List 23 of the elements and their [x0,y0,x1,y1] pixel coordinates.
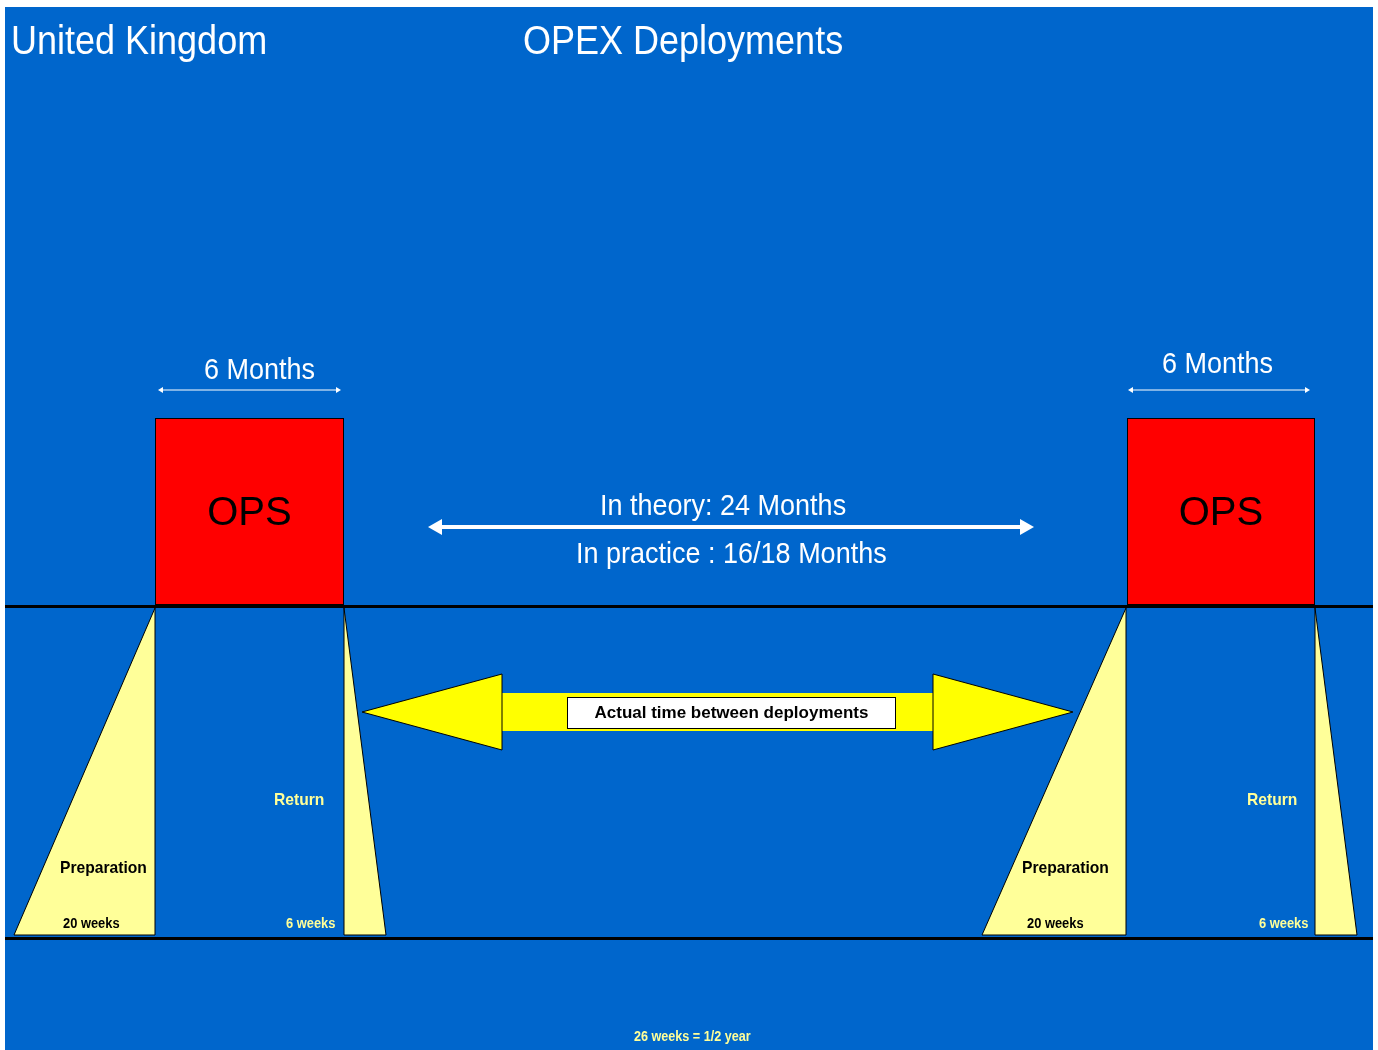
phase-label: Preparation [60,858,147,878]
duration-label: 6 weeks [1259,915,1309,931]
operations-box [1127,418,1315,605]
phase-label: Preparation [1022,858,1109,878]
operations-box [155,418,344,605]
dimension-label: 6 Months [1162,346,1274,380]
phase-label: Return [274,790,325,810]
edge-label: Actual time between deployments [567,697,896,729]
dimension-label: In theory: 24 Months [600,488,847,522]
double-arrow [361,673,1074,751]
phase-label: Return [1247,790,1298,810]
dimension-label: 6 Months [204,352,316,386]
preparation-triangle [982,608,1126,935]
footnote: 26 weeks = 1/2 year [634,1028,751,1044]
duration-label: 20 weeks [1027,915,1084,931]
title: OPEX Deployments [523,18,844,63]
duration-label: 20 weeks [63,915,120,931]
box-label: OPS [1177,489,1265,534]
duration-label: 6 weeks [286,915,336,931]
box-label: OPS [206,489,293,534]
dimension-label: In practice : 16/18 Months [576,536,887,570]
preparation-triangle [14,608,155,935]
heading: United Kingdom [11,18,268,63]
